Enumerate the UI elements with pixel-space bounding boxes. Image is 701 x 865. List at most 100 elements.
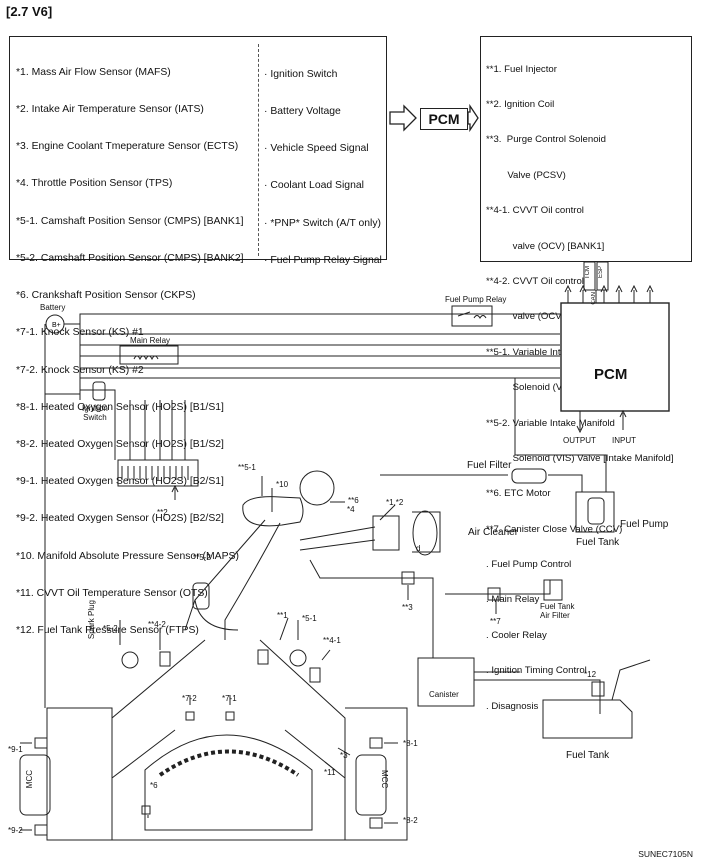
canister-label: Canister: [429, 690, 459, 699]
tag-4-2-out: **4-2: [148, 620, 166, 629]
list-item: **3. Purge Control Solenoid: [486, 134, 606, 146]
tag-7-2: *7-2: [182, 694, 197, 703]
fuel-tank-air-filter-box: [543, 579, 563, 601]
tag-5-2: *5-2: [103, 624, 118, 633]
tag-4-1-out: **4-1: [323, 636, 341, 645]
ftps-icon: [591, 681, 605, 697]
list-item: *10. Manifold Absolute Pressure Sensor (…: [16, 550, 239, 562]
fuel-tank-body: [542, 699, 633, 739]
list-item: **4-2. CVVT Oil control: [486, 275, 584, 287]
input-label: INPUT: [612, 436, 636, 445]
tag-5-2-out: **5-2: [193, 553, 211, 562]
list-item: · Ignition Switch: [264, 68, 338, 80]
air-cleaner-icon: [412, 510, 438, 556]
list-item: **7. Canister Close Valve (CCV): [486, 523, 623, 535]
inputs-box: [9, 36, 387, 260]
ignition-coil-pack: [117, 459, 199, 487]
tag-9-1: *9-1: [8, 745, 23, 754]
input-sensor-list: *1. Mass Air Flow Sensor (MAFS) *2. Inta…: [16, 42, 244, 650]
tag-8-2: *8-2: [403, 816, 418, 825]
air-cleaner-label: Air Cleaner: [468, 527, 519, 538]
list-item: *6. Crankshaft Position Sensor (CKPS): [16, 290, 196, 302]
mafs-icon: [372, 515, 400, 551]
battery-symbol: B+: [52, 322, 61, 329]
list-item: · *PNP* Switch (A/T only): [264, 217, 382, 229]
list-item: *1. Mass Air Flow Sensor (MAFS): [16, 66, 171, 78]
fuel-pump-label: Fuel Pump: [620, 519, 669, 530]
ocv-bank2-icon: [159, 651, 171, 667]
list-item: *5-1. Camshaft Position Sensor (CMPS) [B…: [16, 215, 244, 227]
fuel-pump-relay-label: Fuel Pump Relay: [445, 295, 507, 304]
list-item: *2. Intake Air Temperature Sensor (IATS): [16, 104, 204, 116]
canister-box: [417, 657, 475, 707]
list-item: *12. Fuel Tank Pressure Sensor (FTPS): [16, 625, 199, 637]
fuel-tank-air-filter-label: Fuel Tank Air Filter: [540, 602, 575, 620]
tag-7-1: *7-1: [222, 694, 237, 703]
cmps-bank2-icon: [121, 651, 139, 669]
spark-plug-label: Spark Plug: [87, 600, 96, 640]
list-item: . Ignition Timing Control: [486, 665, 587, 677]
list-item: *7-2. Knock Sensor (KS) #2: [16, 364, 144, 376]
mcc-right-box: [355, 754, 387, 816]
vis-valve-icon: [192, 582, 210, 610]
injector-icon: [257, 649, 269, 665]
tag-11: *11: [324, 768, 336, 777]
fuel-filter-label: Fuel Filter: [467, 460, 512, 471]
list-item: · Vehicle Speed Signal: [264, 143, 369, 155]
fuel-tank-pump-box: [575, 491, 615, 533]
fuel-pump-relay-box: [451, 305, 493, 327]
relay-coil-icon: [133, 355, 159, 361]
list-item: Solenoid (VIS) Valve [Intake Manifold]: [486, 452, 674, 464]
list-item: Valve (PCSV): [486, 169, 566, 181]
list-item: *3. Engine Coolant Tmeperature Sensor (E…: [16, 141, 239, 153]
esp-label: ESP: [598, 266, 604, 279]
list-item: **4-1. CVVT Oil control: [486, 205, 584, 217]
tag-12: *12: [584, 670, 597, 679]
ckps-icon: [141, 805, 151, 815]
surge-tank: [242, 496, 304, 527]
list-item: . Main Relay: [486, 594, 540, 606]
esp-box: [596, 261, 609, 291]
list-item: . Fuel Pump Control: [486, 559, 572, 571]
tag-9-2: *9-2: [8, 826, 23, 835]
tag-6-out: **6: [348, 496, 359, 505]
tag-1-out: **1: [277, 611, 288, 620]
main-relay-box: [119, 345, 179, 365]
list-item: . Cooler Relay: [486, 629, 547, 641]
knock-sensor-2-icon: [185, 711, 195, 721]
o2-sensor-8-1-icon: [369, 737, 383, 749]
engine-block: [46, 639, 408, 841]
fuel-tank-2-label: Fuel Tank: [566, 750, 610, 761]
list-item: **5-2. Variable Intake Manifold: [486, 417, 615, 429]
list-item: · Coolant Load Signal: [264, 180, 364, 192]
ignition-switch-label: Ignition Switch: [82, 404, 108, 422]
knock-sensor-1-icon: [225, 711, 235, 721]
tag-10: *10: [276, 480, 289, 489]
list-item: **1. Fuel Injector: [486, 63, 557, 75]
output-label: OUTPUT: [563, 436, 596, 445]
fuel-tank-label: Fuel Tank: [576, 537, 620, 548]
tag-6: *6: [150, 781, 158, 790]
ccv-icon: [487, 587, 501, 601]
list-item: · Fuel Pump Relay Signal: [264, 254, 382, 266]
main-relay-label: Main Relay: [130, 336, 171, 345]
list-item: *8-1. Heated Oxygen Sensor (HO2S) [B1/S1…: [16, 401, 224, 413]
battery-label: Battery: [40, 303, 66, 312]
tag-3-out: **3: [402, 603, 413, 612]
list-item: *4. Throttle Position Sensor (TPS): [16, 178, 173, 190]
list-item: *9-1. Heated Oxygen Sensor (HO2S) [B2/S1…: [16, 476, 224, 488]
ignition-switch-icon: [92, 381, 106, 401]
mcc-left-box: [19, 754, 51, 816]
fuel-pump-icon: [587, 497, 605, 525]
tag-1-2: *1,*2: [386, 498, 404, 507]
tag-5-1: *5-1: [302, 614, 317, 623]
list-item: · Battery Voltage: [264, 106, 341, 118]
list-item: **2. Ignition Coil: [486, 98, 555, 110]
can-label: CAN: [591, 292, 597, 305]
list-item: **6. ETC Motor: [486, 488, 551, 500]
input-signal-list: · Ignition Switch · Battery Voltage · Ve…: [264, 44, 382, 280]
pcm-main-label: PCM: [594, 366, 628, 383]
mcc-left-label: MCC: [25, 770, 34, 789]
pcm-block: PCM: [420, 108, 468, 130]
